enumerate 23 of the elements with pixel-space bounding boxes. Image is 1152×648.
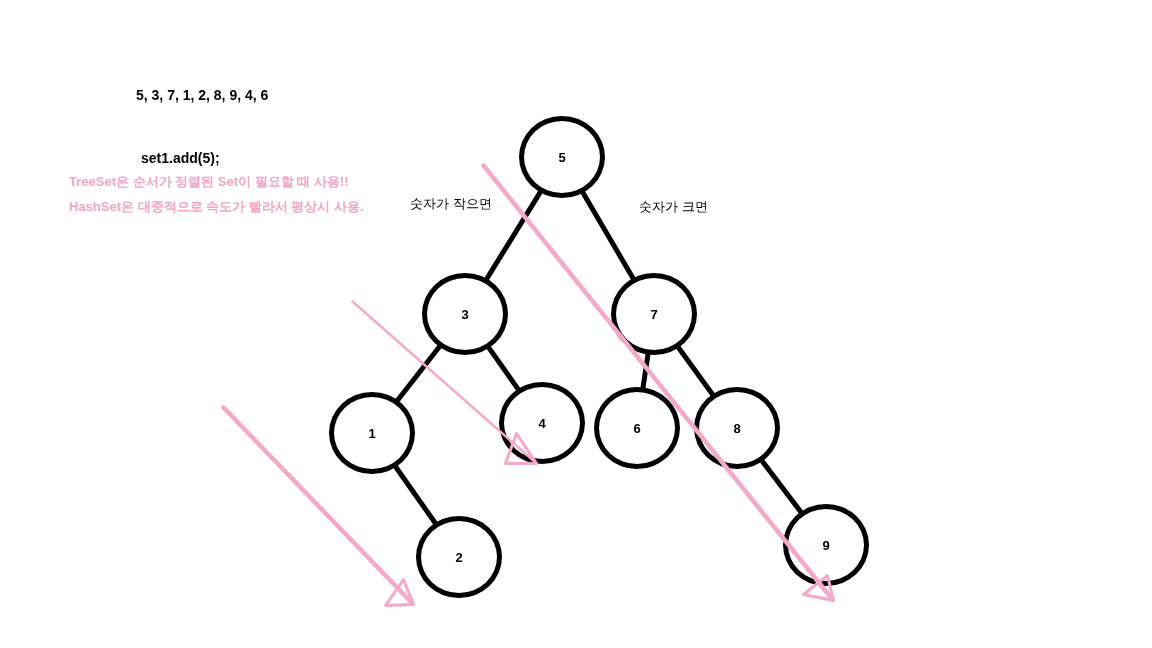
- connector-line: [394, 343, 443, 404]
- node-circle: 2: [416, 516, 502, 598]
- node-circle: 7: [611, 273, 697, 355]
- node-circle: 5: [519, 116, 605, 198]
- connector-line: [392, 464, 439, 526]
- node-circle: 8: [694, 387, 780, 469]
- code-line: set1.add(5);: [141, 150, 220, 166]
- node-circle: 3: [422, 273, 508, 355]
- connector-line: [640, 352, 651, 390]
- node-circle: 4: [499, 382, 585, 464]
- connector-line: [485, 344, 522, 393]
- connector-line: [675, 344, 716, 398]
- node-circle: 6: [594, 387, 680, 469]
- node-circle: 9: [783, 504, 869, 586]
- connector-line: [759, 458, 804, 515]
- edge-label: 숫자가 크면: [639, 199, 708, 215]
- edge-label: 숫자가 작으면: [410, 196, 492, 212]
- note-text: HashSet은 대중적으로 속도가 빨라서 평상시 사용.: [69, 199, 364, 215]
- number-sequence: 5, 3, 7, 1, 2, 8, 9, 4, 6: [136, 87, 269, 103]
- note-text: TreeSet은 순서가 정렬된 Set이 필요할 때 사용!!: [69, 174, 349, 190]
- connector-line: [483, 189, 544, 282]
- connector-line: [579, 189, 637, 282]
- node-circle: 1: [329, 392, 415, 474]
